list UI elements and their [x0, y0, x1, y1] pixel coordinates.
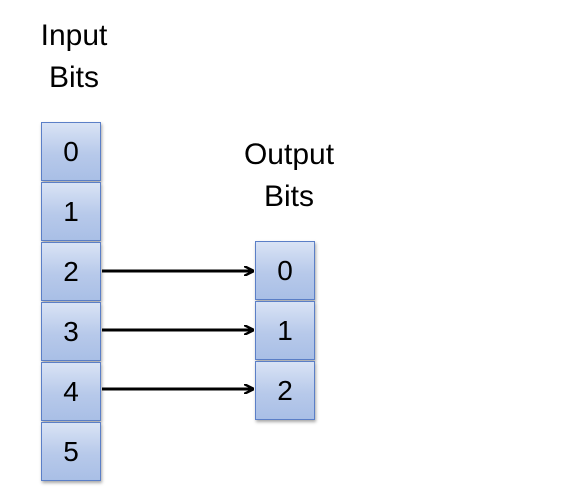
output-bit-cell: 2	[255, 361, 315, 420]
output-bit-cell: 0	[255, 241, 315, 300]
input-bit-cell: 0	[41, 122, 101, 181]
input-bit-cell: 2	[41, 242, 101, 301]
output-bits-stack: 0 1 2	[255, 241, 315, 421]
input-bits-stack: 0 1 2 3 4 5	[41, 122, 101, 482]
input-bit-cell: 4	[41, 362, 101, 421]
output-bits-title: Output Bits	[226, 134, 352, 218]
output-bit-cell: 1	[255, 301, 315, 360]
output-title-line1: Output	[243, 138, 335, 171]
input-title-line2: Bits	[48, 61, 99, 94]
input-title-line1: Input	[40, 19, 108, 52]
input-bit-cell: 3	[41, 302, 101, 361]
input-bit-cell: 1	[41, 182, 101, 241]
input-bit-cell: 5	[41, 422, 101, 481]
output-title-line2: Bits	[263, 180, 314, 213]
input-bits-title: Input Bits	[20, 15, 128, 99]
